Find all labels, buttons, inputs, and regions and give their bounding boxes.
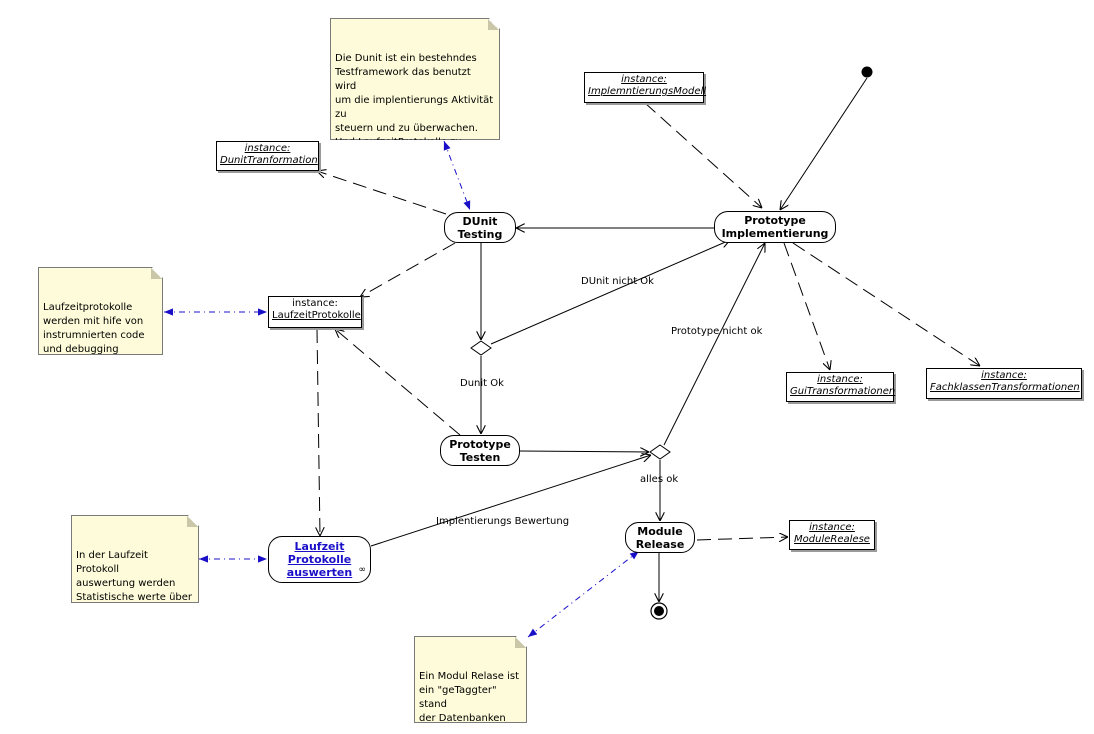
object-stereotype: instance:: [981, 370, 1027, 381]
objflow-impl-to-gui: [783, 242, 830, 370]
objflow-impl-to-fachklassen: [792, 242, 980, 366]
object-module-realese[interactable]: instance: ModuleRealese: [789, 520, 875, 550]
decision-dunit: [470, 340, 492, 356]
guard-dunit-ok: Dunit Ok: [460, 378, 504, 389]
note-fold: [187, 516, 198, 527]
note-fold: [151, 268, 162, 279]
objflow-dunit-to-tranformation: [317, 171, 447, 215]
note-link-dunit: [443, 140, 471, 211]
initial-state: [861, 66, 873, 78]
object-name: LaufzeitProtokolle: [272, 310, 361, 321]
note-dunit[interactable]: Die Dunit ist ein bestehndes Testframewo…: [330, 18, 500, 140]
object-name: DunitTranformation: [220, 155, 318, 166]
action-prototype-testen[interactable]: Prototype Testen: [440, 435, 520, 466]
guard-alles-ok: alles ok: [640, 474, 679, 485]
action-laufzeit-label: Laufzeit Protokolle auswerten: [286, 540, 353, 579]
object-dunit-tranformation[interactable]: instance: DunitTranformation: [216, 141, 319, 171]
object-stereotype: instance:: [292, 298, 338, 309]
note-link-release: [527, 550, 640, 638]
object-laufzeit-protokolle[interactable]: instance: LaufzeitProtokolle: [268, 296, 362, 328]
object-name: FachklassenTransformationen: [930, 382, 1080, 393]
label-implentierungs-bewertung: Implentierungs Bewertung: [436, 516, 570, 527]
note-auswertung[interactable]: In der Laufzeit Protokoll auswertung wer…: [71, 515, 199, 603]
object-stereotype: instance:: [621, 74, 667, 85]
flow-testen-to-decision: [519, 451, 649, 452]
flow-initial-to-implementierung: [780, 77, 868, 210]
note-laufzeit[interactable]: Laufzeitprotokolle werden mit hife von i…: [38, 267, 163, 355]
note-fold: [488, 19, 499, 30]
action-dunit-testing[interactable]: DUnit Testing: [444, 212, 516, 243]
flow-dunit-nicht-ok: [490, 240, 730, 345]
object-name: ImplemntierungsModell: [588, 86, 707, 97]
objflow-release-to-realese: [696, 537, 788, 540]
objflow-testen-to-laufzeit: [335, 329, 461, 436]
objflow-dunit-to-laufzeit: [360, 242, 456, 297]
object-implementierungs-modell[interactable]: instance: ImplemntierungsModell: [584, 72, 707, 103]
note-release[interactable]: Ein Modul Relase ist ein "geTaggter" sta…: [414, 636, 527, 723]
action-module-release[interactable]: Module Release: [625, 522, 695, 553]
guard-dunit-nicht-ok: DUnit nicht Ok: [581, 276, 654, 287]
note-fold: [515, 637, 526, 648]
final-state-dot: [654, 606, 664, 616]
object-stereotype: instance:: [817, 374, 863, 385]
action-prototype-implementierung[interactable]: Prototype Implementierung: [714, 211, 836, 243]
object-stereotype: instance:: [244, 143, 291, 154]
action-laufzeit-protokolle-auswerten[interactable]: Laufzeit Protokolle auswerten ∞: [268, 536, 371, 583]
flow-bewertung: [370, 455, 651, 547]
object-fachklassen-transformationen[interactable]: instance: FachklassenTransformationen: [926, 368, 1082, 399]
object-name: ModuleRealese: [794, 534, 870, 545]
objflow-modell-to-implementierung: [644, 102, 762, 208]
flow-prototype-nicht-ok: [663, 243, 765, 446]
object-stereotype: instance:: [809, 522, 855, 533]
guard-prototype-nicht-ok: Prototype nicht ok: [671, 326, 763, 337]
object-name: GuiTransformationen: [790, 386, 896, 397]
objflow-laufzeit-to-auswerten: [317, 328, 320, 536]
object-gui-transformationen[interactable]: instance: GuiTransformationen: [786, 372, 896, 402]
decision-prototype: [649, 444, 671, 460]
submachine-icon: ∞: [358, 565, 367, 575]
